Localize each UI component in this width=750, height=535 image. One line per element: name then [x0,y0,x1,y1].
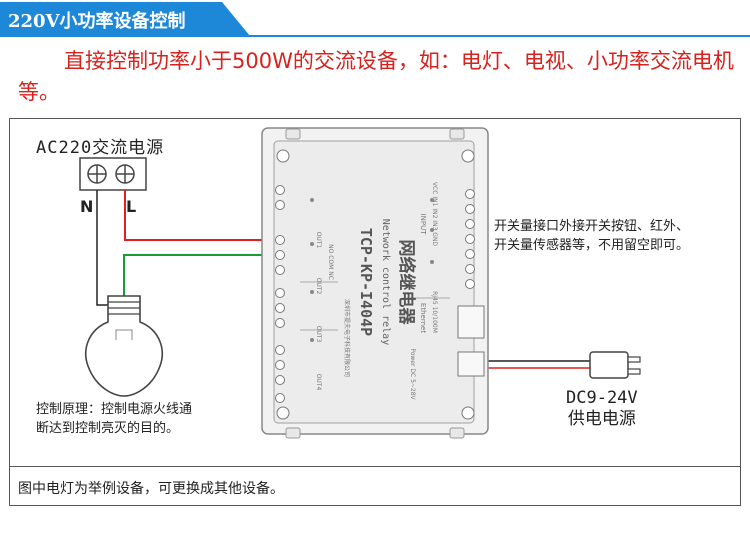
live-wire-red [124,190,284,241]
title-underline [0,35,750,37]
module-text-group: 网络继电器 Network control relay TCP-KP-I404P… [315,182,438,401]
module-name: 网络继电器 [396,240,417,326]
out2-label: OUT2 [315,278,322,295]
switch-note-line-2: 开关量传感器等，不用留空即可。 [494,238,690,253]
out1-label: OUT1 [315,232,322,249]
neutral-wire-black [96,190,111,306]
left-screw-terminals [275,185,285,403]
dc-plug-icon [589,351,641,379]
indicator-led-dots [310,198,434,342]
control-principle-note: 控制原理：控制电源火线通 断达到控制亮灭的目的。 [36,400,192,438]
intro-text: 直接控制功率小于500W的交流设备，如：电灯、电视、小功率交流电机等。 [18,49,734,104]
out3-label: OUT3 [315,326,322,343]
footer-note: 图中电灯为举例设备，可更换成其他设备。 [18,481,284,497]
live-label: L [126,197,137,216]
ac-source-label: AC220交流电源 [36,138,165,158]
out4-label: OUT4 [315,374,322,391]
dc-voltage-label: DC9-24V [566,388,638,408]
dc-supply-text: 供电电源 [567,409,636,429]
title-bar: 220V小功率设备控制 [0,0,750,38]
terminal-n-icon [87,164,107,184]
light-bulb-icon [84,295,164,397]
out-contact-label: NO COM NC [327,244,334,280]
switch-input-note: 开关量接口外接开关按钮、红外、 开关量传感器等，不用留空即可。 [494,217,689,255]
switch-note-line-1: 开关量接口外接开关按钮、红外、 [494,219,690,234]
module-model: TCP-KP-I404P [357,228,375,336]
dc-supply-label: DC9-24V 供电电源 [566,388,638,430]
principle-line-2: 断达到控制亮灭的目的。 [36,421,180,436]
ac-terminal-block [79,157,147,191]
relay-module [261,127,489,439]
wiring-diagram-frame [9,118,741,506]
footer-divider [10,466,740,467]
dc-power-jack [457,351,485,377]
module-input-pins: VCC IN1 IN2 IN3 GND [431,182,438,246]
page-title: 220V小功率设备控制 [8,11,186,32]
right-screw-terminals [465,189,475,289]
terminal-l-icon [115,164,135,184]
neutral-label: N [80,197,94,216]
module-port-label: RJ45 10/100M [431,291,438,333]
mounting-hole-icon [276,149,475,420]
module-input-label: INPUT [419,214,427,236]
module-company: 深圳市提夫电子科技有限公司 [343,299,351,377]
lamp-wire-green [123,254,284,296]
principle-line-1: 控制原理：控制电源火线通 [36,402,193,417]
module-subtitle: Network control relay [380,219,391,345]
module-ethernet-label: Ethernet [419,303,427,333]
ethernet-port [457,305,485,339]
module-power-label: Power DC 5~28V [409,348,416,400]
title-tab [0,2,250,36]
